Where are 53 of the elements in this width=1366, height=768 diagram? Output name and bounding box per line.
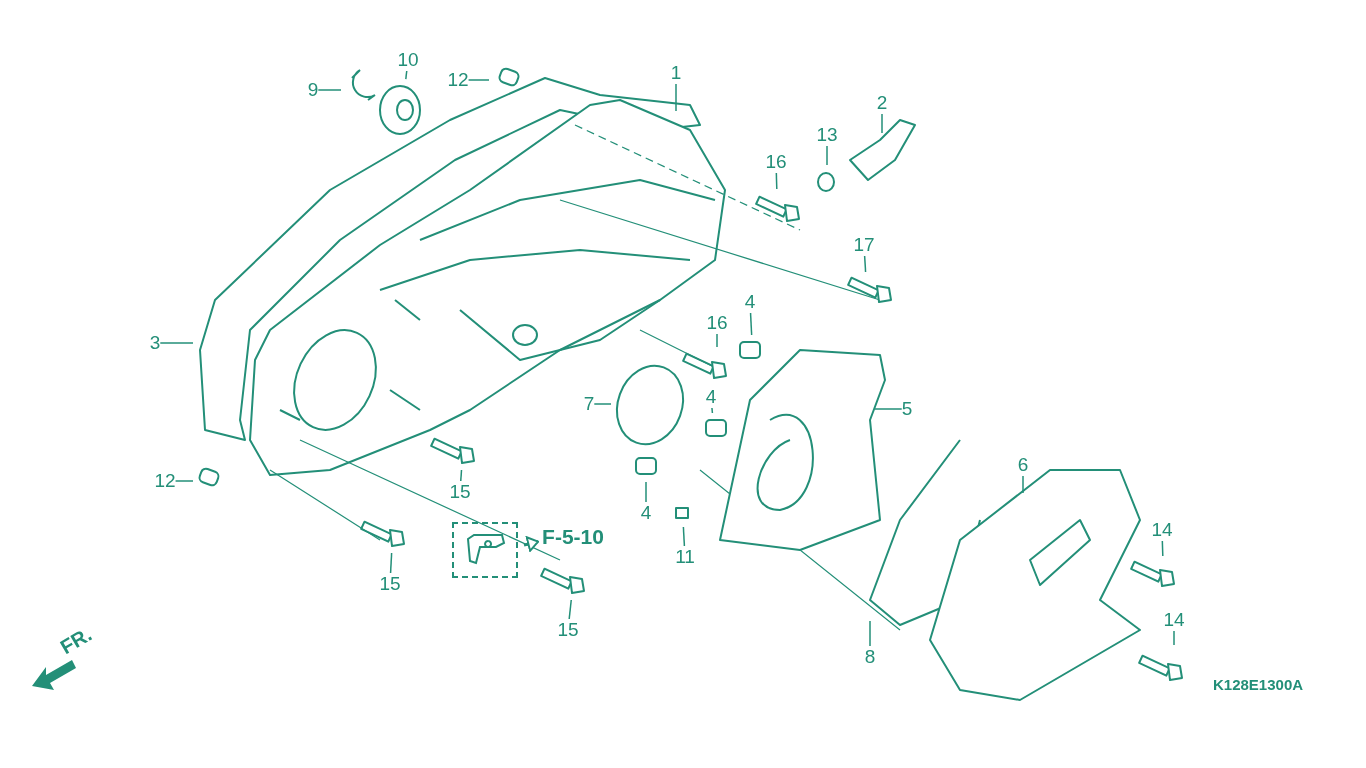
- leader-line: [711, 407, 714, 414]
- callout-number: 8: [864, 646, 876, 668]
- leader-line: [317, 89, 342, 91]
- reference-arrow: [523, 536, 540, 552]
- callout-number: 15: [557, 619, 579, 641]
- leader-line: [675, 83, 677, 112]
- leader-line: [645, 481, 647, 503]
- callout-number: 14: [1163, 609, 1185, 631]
- callout-number: 14: [1151, 519, 1173, 541]
- callout-number: 13: [816, 124, 838, 146]
- leader-line: [863, 255, 867, 273]
- leader-line: [682, 526, 686, 547]
- callout-number: 16: [765, 151, 787, 173]
- leader-line: [716, 333, 718, 348]
- callout-number: 3: [149, 332, 161, 354]
- drawing-code: K128E1300A: [1213, 676, 1304, 693]
- direction-label: FR.: [56, 622, 96, 659]
- leader-line: [775, 172, 778, 190]
- leader-line: [460, 469, 463, 482]
- callout-number: 17: [853, 234, 875, 256]
- dashed-detail-frame: [452, 522, 518, 578]
- callout-number: 10: [397, 49, 419, 71]
- reference-label: F-5-10: [542, 526, 604, 548]
- leader-line: [568, 599, 572, 620]
- leader-line: [174, 480, 194, 482]
- leader-line: [826, 145, 828, 166]
- callout-number: 15: [449, 481, 471, 503]
- callout-number: 1: [670, 62, 682, 84]
- leader-line: [1161, 540, 1164, 557]
- callout-number: 2: [876, 92, 888, 114]
- leader-line: [749, 312, 753, 336]
- callout-number: 11: [675, 546, 695, 568]
- leader-line: [593, 403, 612, 405]
- leader-line: [874, 408, 903, 410]
- leader-line: [389, 552, 393, 574]
- callout-number: 5: [901, 398, 913, 420]
- callout-number: 15: [379, 573, 401, 595]
- leader-line: [467, 79, 490, 81]
- callout-number: 4: [744, 291, 756, 313]
- leader-line: [405, 70, 408, 80]
- leader-line: [881, 113, 883, 134]
- callout-number: 4: [705, 386, 717, 408]
- leader-line: [869, 620, 871, 647]
- callout-number: 6: [1017, 454, 1029, 476]
- callout-number: 4: [640, 502, 652, 524]
- callout-number: 9: [307, 79, 319, 101]
- callout-number: 12: [154, 470, 176, 492]
- callout-number: 16: [706, 312, 728, 334]
- leader-line: [1173, 630, 1175, 646]
- leader-line: [159, 342, 194, 344]
- callout-number: 12: [447, 69, 469, 91]
- leader-line: [1022, 475, 1024, 494]
- callout-number: 7: [583, 393, 595, 415]
